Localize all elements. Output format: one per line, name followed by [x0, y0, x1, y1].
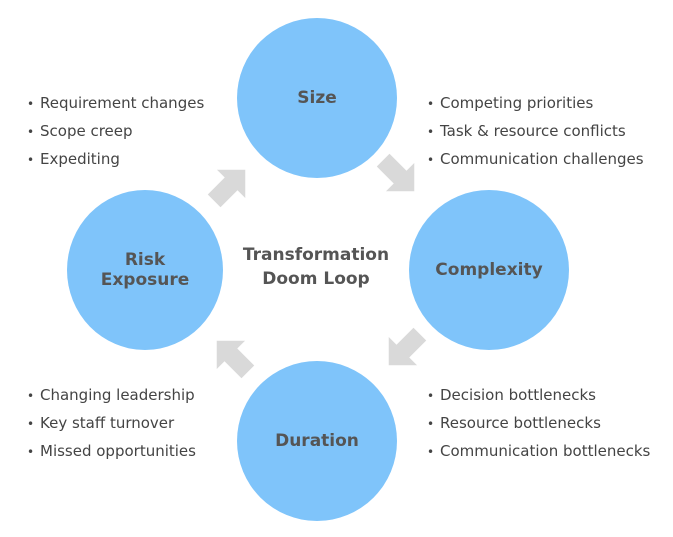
node-risk-exposure: Risk Exposure — [67, 190, 223, 350]
list-item: Decision bottlenecks — [427, 381, 650, 409]
list-item: Resource bottlenecks — [427, 409, 650, 437]
list-item: Missed opportunities — [27, 437, 196, 465]
list-item: Requirement changes — [27, 89, 204, 117]
node-duration: Duration — [237, 361, 397, 521]
arrow-complexity-to-duration — [388, 327, 427, 366]
node-complexity-label-line: Complexity — [435, 260, 543, 280]
list-item: Expediting — [27, 145, 204, 173]
list-item: Key staff turnover — [27, 409, 196, 437]
node-risk-exposure-label: Risk Exposure — [101, 250, 190, 290]
node-risk-exposure-label-line: Risk — [124, 250, 166, 270]
node-risk-exposure-label-line: Exposure — [100, 270, 190, 290]
node-complexity-label: Complexity — [435, 260, 542, 280]
list-item: Communication bottlenecks — [427, 437, 650, 465]
arrow-size-to-complexity — [376, 153, 415, 192]
risk-issues-list: Changing leadership Key staff turnover M… — [27, 381, 196, 465]
list-item: Task & resource conflicts — [427, 117, 644, 145]
center-title: Transformation Doom Loop — [230, 243, 402, 291]
arrow-risk-to-size — [207, 169, 246, 208]
node-size-label: Size — [297, 88, 337, 108]
list-item: Scope creep — [27, 117, 204, 145]
duration-issues-list: Decision bottlenecks Resource bottleneck… — [427, 381, 650, 465]
list-item: Communication challenges — [427, 145, 644, 173]
node-duration-label-line: Duration — [275, 431, 359, 451]
node-size: Size — [237, 18, 397, 178]
node-complexity: Complexity — [409, 190, 569, 350]
list-item: Changing leadership — [27, 381, 196, 409]
list-item: Competing priorities — [427, 89, 644, 117]
node-size-label-line: Size — [297, 88, 337, 108]
center-title-line: Doom Loop — [262, 269, 370, 289]
complexity-issues-list: Competing priorities Task & resource con… — [427, 89, 644, 173]
arrow-duration-to-risk — [216, 340, 255, 379]
size-issues-list: Requirement changes Scope creep Expediti… — [27, 89, 204, 173]
node-duration-label: Duration — [275, 431, 359, 451]
center-title-line: Transformation — [242, 245, 390, 265]
